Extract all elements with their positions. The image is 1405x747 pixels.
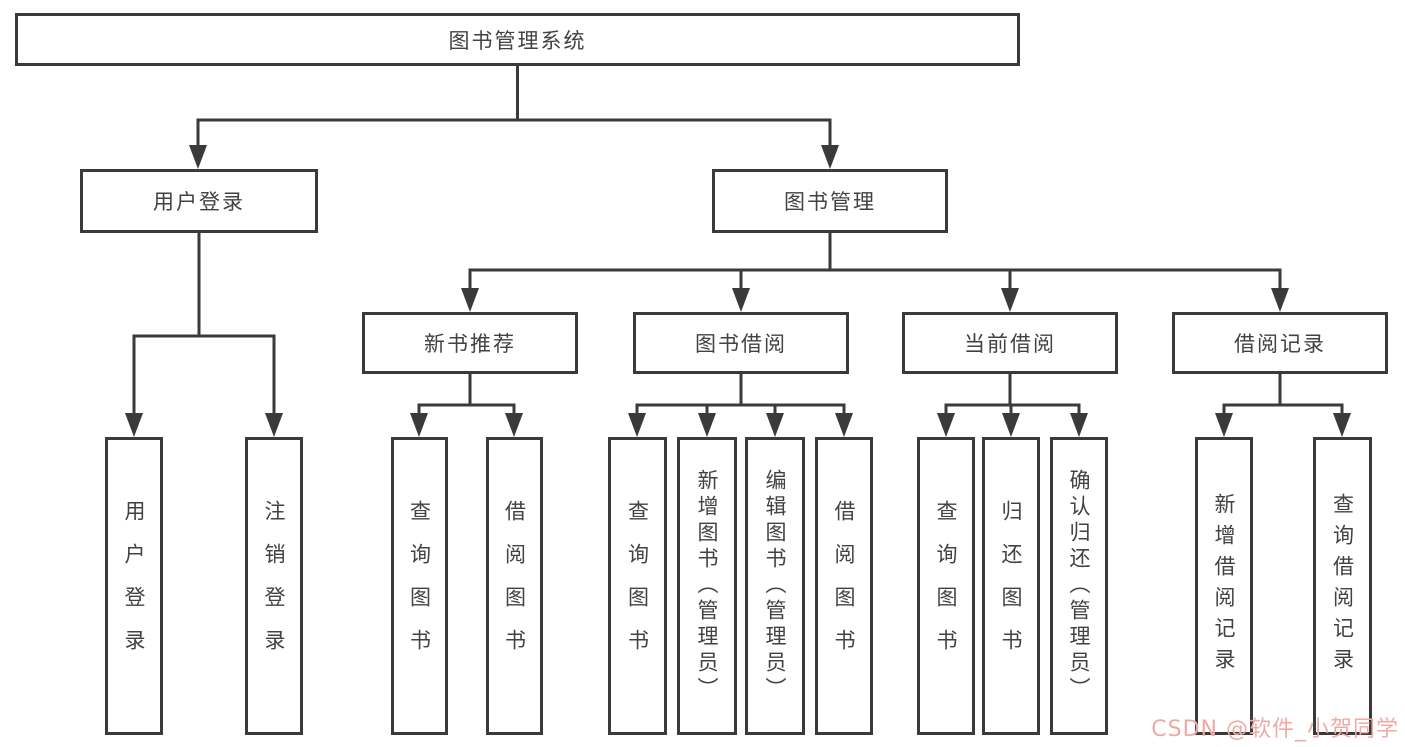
leaf-borrow-books-recommend: 借阅图书 [486,437,543,735]
node-root: 图书管理系统 [15,13,1020,66]
node-book-management: 图书管理 [712,169,948,233]
node-user-login: 用户登录 [80,169,318,233]
leaf-add-books-admin: 新增图书（管理员） [677,437,737,735]
leaf-user-login: 用户登录 [105,437,163,735]
leaf-logout-login: 注销登录 [245,437,303,735]
leaf-edit-books-admin: 编辑图书（管理员） [745,437,805,735]
leaf-add-borrow-record: 新增借阅记录 [1195,437,1253,735]
node-new-book-recommend: 新书推荐 [362,312,578,374]
node-borrow-records: 借阅记录 [1172,312,1388,374]
node-current-borrow: 当前借阅 [902,312,1118,374]
leaf-query-books-current: 查询图书 [917,437,975,735]
leaf-borrow-books-borrow: 借阅图书 [815,437,873,735]
leaf-return-books: 归还图书 [982,437,1040,735]
leaf-query-books-borrow: 查询图书 [608,437,667,735]
node-book-borrow: 图书借阅 [633,312,849,374]
leaf-query-books-recommend: 查询图书 [391,437,448,735]
leaf-query-borrow-record: 查询借阅记录 [1313,437,1372,735]
leaf-confirm-return-admin: 确认归还（管理员） [1050,437,1108,735]
